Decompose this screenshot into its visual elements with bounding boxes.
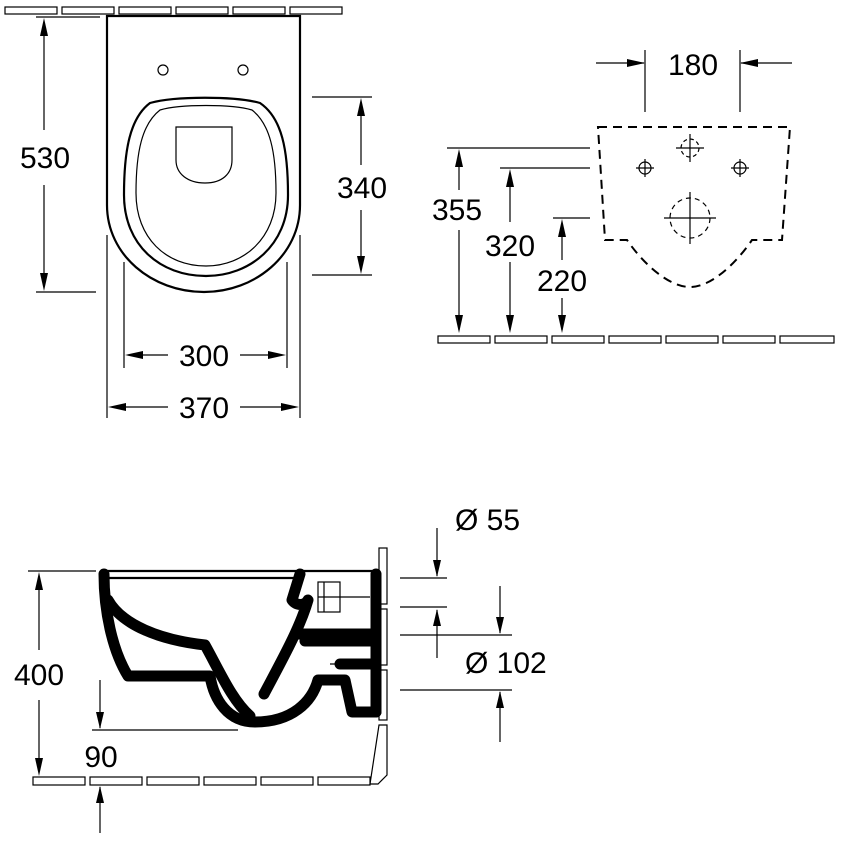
dim-depth: 530 (20, 142, 70, 175)
floor-strip-bottom (32, 776, 371, 786)
seat-inner-outline (135, 104, 277, 267)
bolt-marker-right (731, 159, 749, 177)
dim-lower-height: 220 (537, 265, 587, 298)
dim-inlet-diameter: Ø 55 (455, 504, 520, 537)
bowl-outline (105, 14, 302, 294)
floor-strip-right (437, 335, 835, 344)
dim-inner-width: 300 (179, 340, 229, 373)
top-view: 530 340 300 370 (4, 6, 387, 425)
bowl-profile-inner (102, 594, 256, 722)
wall-view: 180 355 320 (432, 49, 835, 344)
dim-upper-height: 355 (432, 194, 482, 227)
bolt-marker-left (636, 159, 654, 177)
dim-bolt-spacing: 180 (668, 49, 718, 82)
inlet-connector (317, 581, 370, 613)
fixing-hole-left (157, 64, 169, 76)
dim-width: 370 (179, 392, 229, 425)
wall-strip-top (4, 6, 343, 15)
outlet-pipe (292, 628, 382, 647)
lid-hinge-cutout (175, 126, 233, 184)
bolt-marker-top (676, 134, 704, 162)
fixing-hole-right (237, 64, 249, 76)
rear-outline (596, 126, 792, 289)
outlet-marker (664, 192, 716, 244)
trap-channel (258, 568, 314, 700)
dim-clearance: 90 (84, 741, 117, 774)
side-view: Ø 55 Ø 102 400 90 (14, 504, 547, 833)
bowl-profile-outer (98, 568, 382, 728)
dim-outlet-diameter: Ø 102 (465, 647, 547, 680)
dim-mid-height: 320 (485, 230, 535, 263)
seat-outline (122, 96, 290, 278)
dim-seat-inner: 340 (337, 172, 387, 205)
dim-height: 400 (14, 659, 64, 692)
